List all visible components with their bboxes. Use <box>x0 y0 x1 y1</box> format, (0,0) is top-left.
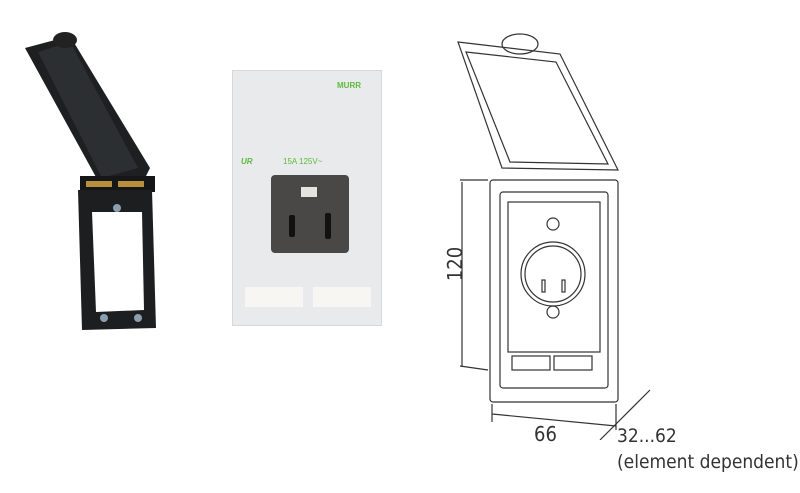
dimension-drawing <box>457 33 651 440</box>
rating-label: 15A 125V~ <box>283 157 323 166</box>
socket-module-image: MURR UR 15A 125V~ <box>232 70 382 326</box>
height-dimension-label: 120 <box>443 246 467 282</box>
depth-dimension-label: 32...62 <box>617 425 677 447</box>
nema-socket <box>271 175 349 253</box>
black-cover-frame-image <box>25 32 156 330</box>
depth-note-label: (element dependent) <box>617 451 799 473</box>
label-strip-right <box>313 287 371 307</box>
brand-logo: MURR <box>337 81 361 90</box>
width-dimension-label: 66 <box>534 422 557 446</box>
label-strip-left <box>245 287 303 307</box>
cert-mark: UR <box>241 157 253 166</box>
